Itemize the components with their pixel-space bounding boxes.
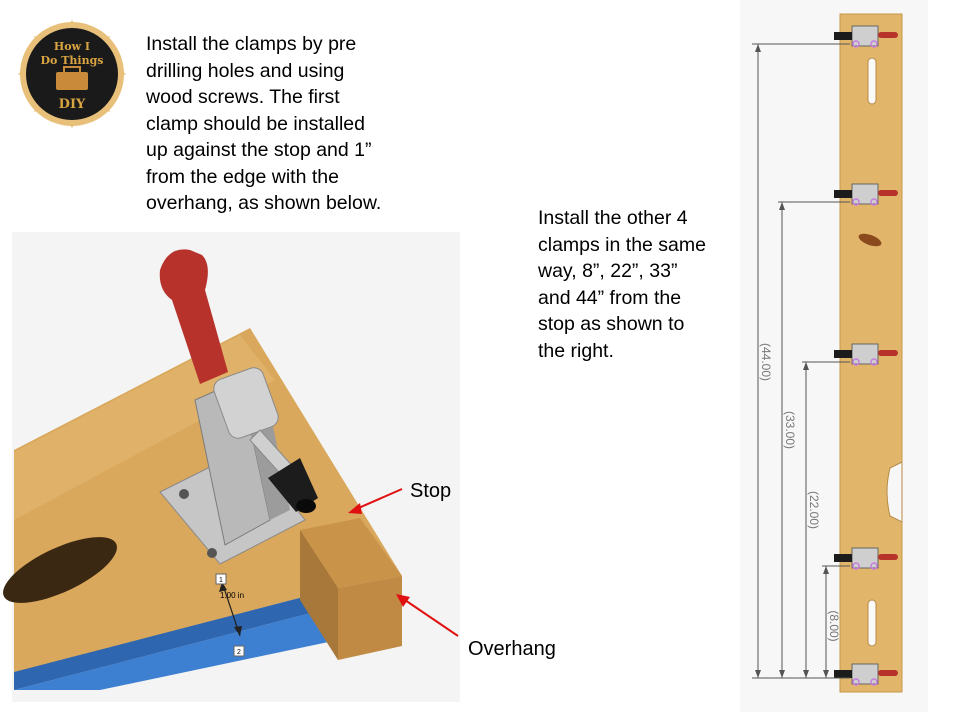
clamp-4: [834, 547, 898, 570]
dimension-8-label: (8.00): [827, 610, 841, 641]
plunger-housing: [213, 367, 279, 439]
dimension-44-label: (44.00): [759, 343, 773, 381]
wood-knot: [858, 233, 882, 247]
board-slot: [3, 537, 117, 603]
clamp-2: [834, 183, 898, 206]
dimension-marker-1: 1: [219, 577, 223, 584]
stop-block-front: [338, 576, 402, 660]
overhang-arrow: [401, 597, 459, 637]
board-layout-drawing: (44.00) (33.00) (22.00) (8.00): [740, 0, 928, 712]
board-notch: [886, 461, 903, 523]
logo-line-3: DIY: [59, 97, 86, 112]
rubber-tip: [268, 458, 318, 512]
clamp-3: [834, 343, 898, 366]
logo-line-1: How I: [54, 40, 90, 53]
toolbox-icon: [56, 66, 88, 90]
clamp-handle: [159, 249, 228, 384]
dimension-22-label: (22.00): [807, 491, 821, 529]
clamp-detail-illustration: 1 1.00 in 2: [3, 232, 460, 702]
dimension-33-label: (33.00): [783, 411, 797, 449]
board-slot-bottom: [867, 599, 877, 647]
stop-arrow: [353, 488, 403, 511]
overhang-label: Overhang: [468, 638, 556, 660]
instruction-other-clamps: Install the other 4 clamps in the same w…: [538, 207, 706, 362]
stop-block-top: [300, 518, 402, 588]
clamp-1: [834, 25, 898, 48]
stop-label: Stop: [410, 480, 452, 502]
instruction-first-clamp: Install the clamps by pre drilling holes…: [146, 33, 382, 214]
how-i-do-things-diy-logo: How I Do Things DIY: [18, 20, 126, 128]
board-slot-top: [867, 57, 877, 105]
dimension-marker-2: 2: [237, 649, 241, 656]
logo-line-2: Do Things: [41, 54, 104, 67]
clamp-5: [834, 663, 898, 686]
dimension-value: 1.00 in: [220, 591, 244, 600]
